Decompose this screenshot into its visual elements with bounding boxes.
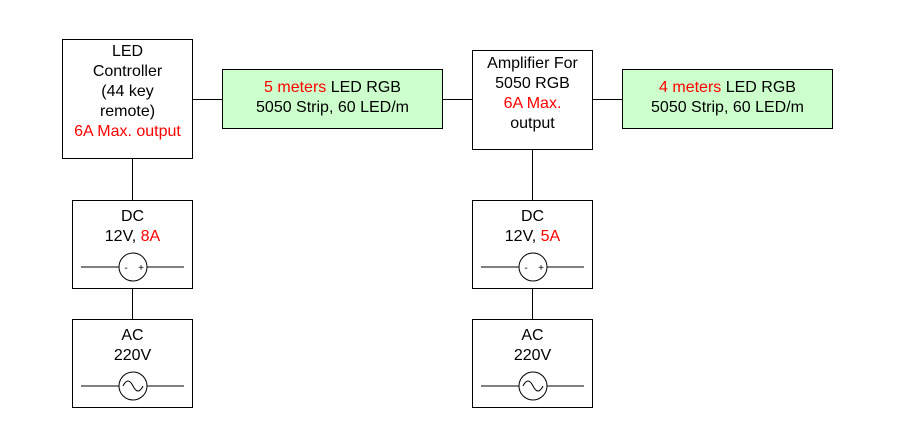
- dc-left-current: 8A: [140, 228, 161, 245]
- controller-line-1: LED: [111, 43, 144, 60]
- dc-supply-left-box: DC 12V, 8A - +: [72, 200, 193, 289]
- led-strip-1-box: 5 meters LED RGB 5050 Strip, 60 LED/m: [222, 69, 443, 129]
- led-strip-2-box: 4 meters LED RGB 5050 Strip, 60 LED/m: [622, 69, 833, 129]
- ac-source-icon: [481, 371, 584, 401]
- strip-1-spec: 5050 Strip, 60 LED/m: [256, 99, 409, 116]
- strip-1-length: 5 meters: [264, 79, 327, 96]
- amplifier-line-4: output: [510, 115, 555, 132]
- dc-left-title: DC: [120, 208, 145, 225]
- strip-1-type: LED RGB: [326, 79, 401, 96]
- controller-line-3: (44 key: [101, 83, 154, 100]
- dc-right-plus: +: [538, 263, 544, 274]
- dc-left-voltage: 12V,: [104, 228, 141, 245]
- ac-supply-right-box: AC 220V: [472, 319, 593, 408]
- led-controller-box: LED Controller (44 key remote) 6A Max. o…: [62, 39, 193, 159]
- amplifier-max-output: 6A Max.: [503, 95, 562, 112]
- strip-2-length: 4 meters: [659, 79, 722, 96]
- controller-line-2: Controller: [92, 63, 163, 80]
- ac-left-title: AC: [121, 327, 144, 344]
- dc-left-rating: 12V, 8A: [73, 227, 192, 247]
- dc-left-plus: +: [138, 263, 144, 274]
- dc-source-icon: - +: [481, 252, 584, 282]
- dc-right-rating: 12V, 5A: [473, 227, 592, 247]
- ac-left-voltage: 220V: [113, 347, 152, 364]
- dc-left-minus: -: [124, 263, 127, 274]
- controller-line-4: remote): [99, 103, 156, 120]
- dc-supply-right-box: DC 12V, 5A - +: [472, 200, 593, 289]
- controller-max-output: 6A Max. output: [74, 123, 181, 140]
- amplifier-line-2: 5050 RGB: [495, 75, 570, 92]
- amplifier-box: Amplifier For 5050 RGB 6A Max. output: [472, 50, 593, 150]
- strip-1-title: 5 meters LED RGB: [223, 78, 442, 98]
- amplifier-line-1: Amplifier For: [487, 55, 578, 72]
- dc-source-icon: - +: [81, 252, 184, 282]
- ac-supply-left-box: AC 220V: [72, 319, 193, 408]
- dc-right-minus: -: [524, 263, 527, 274]
- ac-right-title: AC: [521, 327, 544, 344]
- strip-2-title: 4 meters LED RGB: [623, 78, 832, 98]
- dc-right-title: DC: [520, 208, 545, 225]
- dc-right-current: 5A: [540, 228, 561, 245]
- strip-2-type: LED RGB: [721, 79, 796, 96]
- ac-source-icon: [81, 371, 184, 401]
- strip-2-spec: 5050 Strip, 60 LED/m: [651, 99, 804, 116]
- ac-right-voltage: 220V: [513, 347, 552, 364]
- dc-right-voltage: 12V,: [504, 228, 541, 245]
